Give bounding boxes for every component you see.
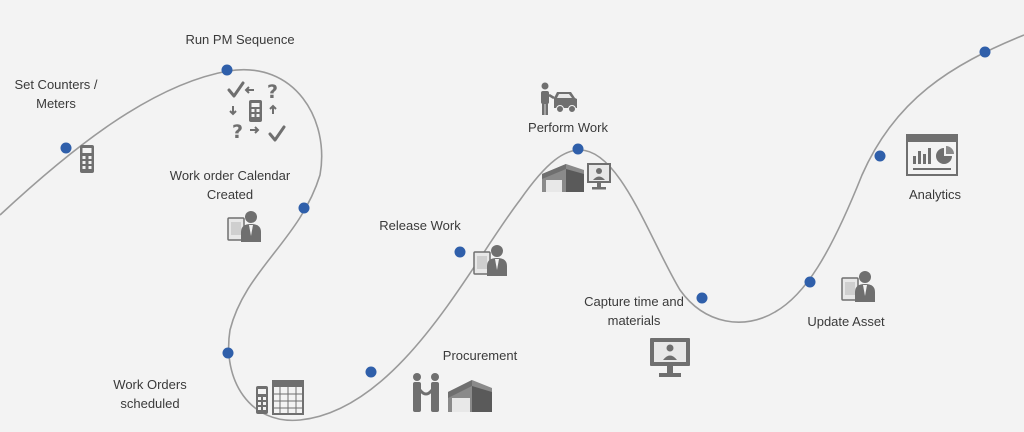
node-analytics: [874, 150, 886, 162]
label-analytics: Analytics: [908, 187, 962, 202]
label-update: Update Asset: [807, 314, 885, 329]
label-calendar: Work order Calendar Created: [169, 168, 291, 202]
node-update: [804, 276, 816, 288]
user-monitor-icon: [473, 245, 507, 276]
user-monitor-icon: [227, 211, 261, 242]
meter-icon: [80, 145, 94, 173]
node-scheduled: [222, 347, 234, 359]
pm-sequence-icon: ? ?: [227, 81, 286, 143]
dashboard-icon: [906, 134, 958, 176]
svg-text:?: ?: [232, 121, 243, 143]
label-run-pm: Run PM Sequence: [185, 32, 295, 47]
label-procurement: Procurement: [442, 348, 518, 363]
label-release: Release Work: [379, 218, 461, 233]
node-capture: [696, 292, 708, 304]
label-set-counters: Set Counters / Meters: [14, 77, 98, 111]
node-end: [979, 46, 991, 58]
handshake-warehouse-icon: [413, 373, 492, 412]
warehouse-monitor-icon: [542, 163, 611, 192]
node-release: [454, 246, 466, 258]
person-vehicle-icon: [541, 82, 577, 115]
video-monitor-icon: [650, 338, 690, 377]
node-procurement: [365, 366, 377, 378]
node-run-pm: [221, 64, 233, 76]
user-monitor-icon: [841, 271, 875, 302]
node-set-counters: [60, 142, 72, 154]
meter-calendar-icon: [256, 380, 304, 415]
label-capture: Capture time and materials: [584, 294, 684, 328]
node-perform: [572, 143, 584, 155]
label-perform: Perform Work: [528, 120, 608, 135]
label-scheduled: Work Orders scheduled: [113, 377, 187, 411]
node-calendar: [298, 202, 310, 214]
svg-text:?: ?: [267, 81, 278, 103]
